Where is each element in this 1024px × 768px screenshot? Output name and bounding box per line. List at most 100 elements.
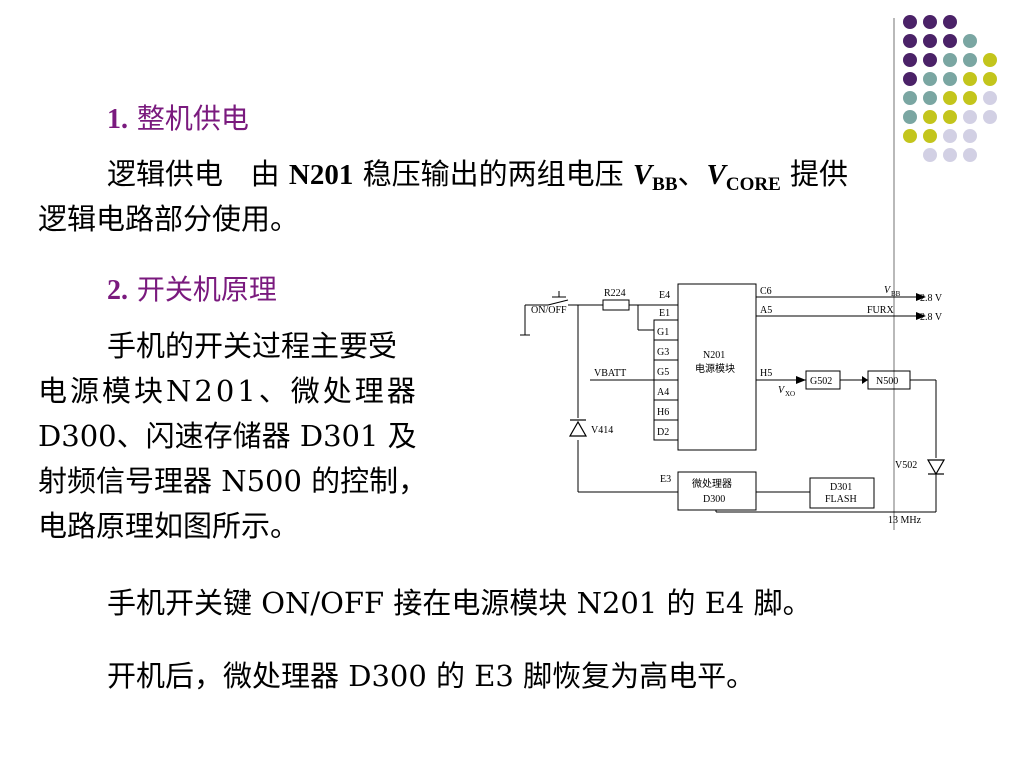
decorative-dot xyxy=(983,53,997,67)
g502-label: G502 xyxy=(810,376,832,387)
pin-a5: A5 xyxy=(760,305,772,316)
decorative-dot xyxy=(923,148,937,162)
section2-title: 开关机原理 xyxy=(136,273,277,306)
decorative-dot xyxy=(963,72,977,86)
diode-v414 xyxy=(568,420,588,437)
on-off-switch xyxy=(547,299,569,306)
n201-ref: N201 xyxy=(288,159,354,191)
section2-line-1: 手机的开关过程主要受 xyxy=(107,329,398,363)
decorative-dot xyxy=(923,34,937,48)
separator: 、 xyxy=(677,157,707,191)
pin-d2: D2 xyxy=(657,427,669,438)
d301-name: D301 xyxy=(830,482,852,493)
d300-desc: 微处理器 xyxy=(692,477,732,490)
resistor-r224 xyxy=(602,299,630,311)
v502-label: V502 xyxy=(895,460,917,471)
decorative-dot xyxy=(943,34,957,48)
decorative-dot xyxy=(983,91,997,105)
decorative-divider-line xyxy=(893,18,895,530)
decorative-dot xyxy=(963,34,977,48)
decorative-dot xyxy=(983,72,997,86)
vbb-symbol: V xyxy=(632,159,653,191)
d300-name: D300 xyxy=(703,494,725,505)
vbatt-label: VBATT xyxy=(594,368,626,379)
note-2: 开机后，微处理器 D300 的 E3 脚恢复为高电平。 xyxy=(107,659,756,693)
pin-g5: G5 xyxy=(657,367,669,378)
vbb-label-sub: BB xyxy=(891,290,901,298)
vbb-subscript: BB xyxy=(652,174,678,195)
pin-h5: H5 xyxy=(760,368,772,379)
r224-label: R224 xyxy=(604,288,626,299)
decorative-dot xyxy=(963,148,977,162)
decorative-dot xyxy=(963,91,977,105)
decorative-dot xyxy=(943,110,957,124)
section1-paragraph-line2: 逻辑电路部分使用。 xyxy=(38,202,300,236)
decorative-dot xyxy=(943,91,957,105)
clock-label: 13 MHz xyxy=(888,515,922,526)
section1-title: 整机供电 xyxy=(136,102,249,135)
d301-block xyxy=(809,477,875,509)
decorative-dot xyxy=(903,15,917,29)
pin-g1: G1 xyxy=(657,327,669,338)
pin-e1: E1 xyxy=(659,308,670,319)
vbb-label: V xyxy=(884,285,892,296)
decorative-dot xyxy=(963,129,977,143)
decorative-dot xyxy=(903,34,917,48)
d301-desc: FLASH xyxy=(825,494,857,505)
power-on-circuit-diagram: ON/OFF R224 E4 E1 G1 G3 G5 A4 H6 D2 C6 A… xyxy=(520,283,946,526)
vxo-label-sub: XO xyxy=(785,390,795,398)
pin-e4: E4 xyxy=(659,290,670,301)
decorative-dot xyxy=(903,129,917,143)
pin-c6: C6 xyxy=(760,286,772,297)
n201-desc: 电源模块 xyxy=(695,362,735,375)
decorative-dot xyxy=(903,53,917,67)
pin-e3: E3 xyxy=(660,474,671,485)
decorative-dot xyxy=(943,148,957,162)
voltage-1: 2.8 V xyxy=(920,293,943,304)
decorative-dot xyxy=(983,110,997,124)
d300-block xyxy=(677,471,757,511)
pin-g3: G3 xyxy=(657,347,669,358)
decorative-dot xyxy=(923,15,937,29)
decorative-dot xyxy=(923,129,937,143)
decorative-dot xyxy=(943,72,957,86)
furx-label: FURX xyxy=(867,305,894,316)
text-fragment: 稳压输出的两组电压 xyxy=(362,157,624,191)
switch-label: ON/OFF xyxy=(531,305,567,316)
section2-line-2: 电源模块N201、微处理器 xyxy=(38,374,419,408)
decorative-dot xyxy=(923,91,937,105)
section2-line-3: D300、闪速存储器 D301 及 xyxy=(38,419,417,453)
decorative-dot xyxy=(963,53,977,67)
section2-line-5: 电路原理如图所示。 xyxy=(38,509,300,543)
logic-supply-label: 逻辑供电 xyxy=(107,157,224,191)
section1-paragraph-line1: 逻辑供电 由 N201 稳压输出的两组电压 VBB、VCORE 提供 xyxy=(107,153,848,199)
decorative-dot xyxy=(943,15,957,29)
section2-number: 2 xyxy=(107,275,121,306)
note-1: 手机开关键 ON/OFF 接在电源模块 N201 的 E4 脚。 xyxy=(107,586,812,620)
section1-heading: 1. 整机供电 xyxy=(107,102,249,135)
section2-line-4: 射频信号理器 N500 的控制， xyxy=(38,464,428,498)
decorative-dot xyxy=(903,72,917,86)
section1-number: 1 xyxy=(107,104,121,135)
vcore-symbol: V xyxy=(706,159,726,191)
section2-heading: 2. 开关机原理 xyxy=(107,273,277,306)
pin-a4: A4 xyxy=(657,387,669,398)
pin-h6: H6 xyxy=(657,407,669,418)
decorative-dot xyxy=(923,110,937,124)
text-fragment: 提供 xyxy=(790,157,849,191)
diode-v502 xyxy=(926,459,946,476)
decorative-dot xyxy=(943,129,957,143)
decorative-dot xyxy=(903,91,917,105)
n500-label: N500 xyxy=(876,376,898,387)
voltage-2: 2.8 V xyxy=(920,312,943,323)
decorative-dot xyxy=(923,72,937,86)
decorative-dot xyxy=(963,110,977,124)
vcore-subscript: CORE xyxy=(725,174,781,195)
decorative-dot xyxy=(903,110,917,124)
decorative-dot xyxy=(943,53,957,67)
vxo-label: V xyxy=(778,385,786,396)
v414-label: V414 xyxy=(591,425,613,436)
decorative-dot xyxy=(923,53,937,67)
n201-name: N201 xyxy=(703,350,725,361)
text-fragment: 由 xyxy=(250,157,280,191)
